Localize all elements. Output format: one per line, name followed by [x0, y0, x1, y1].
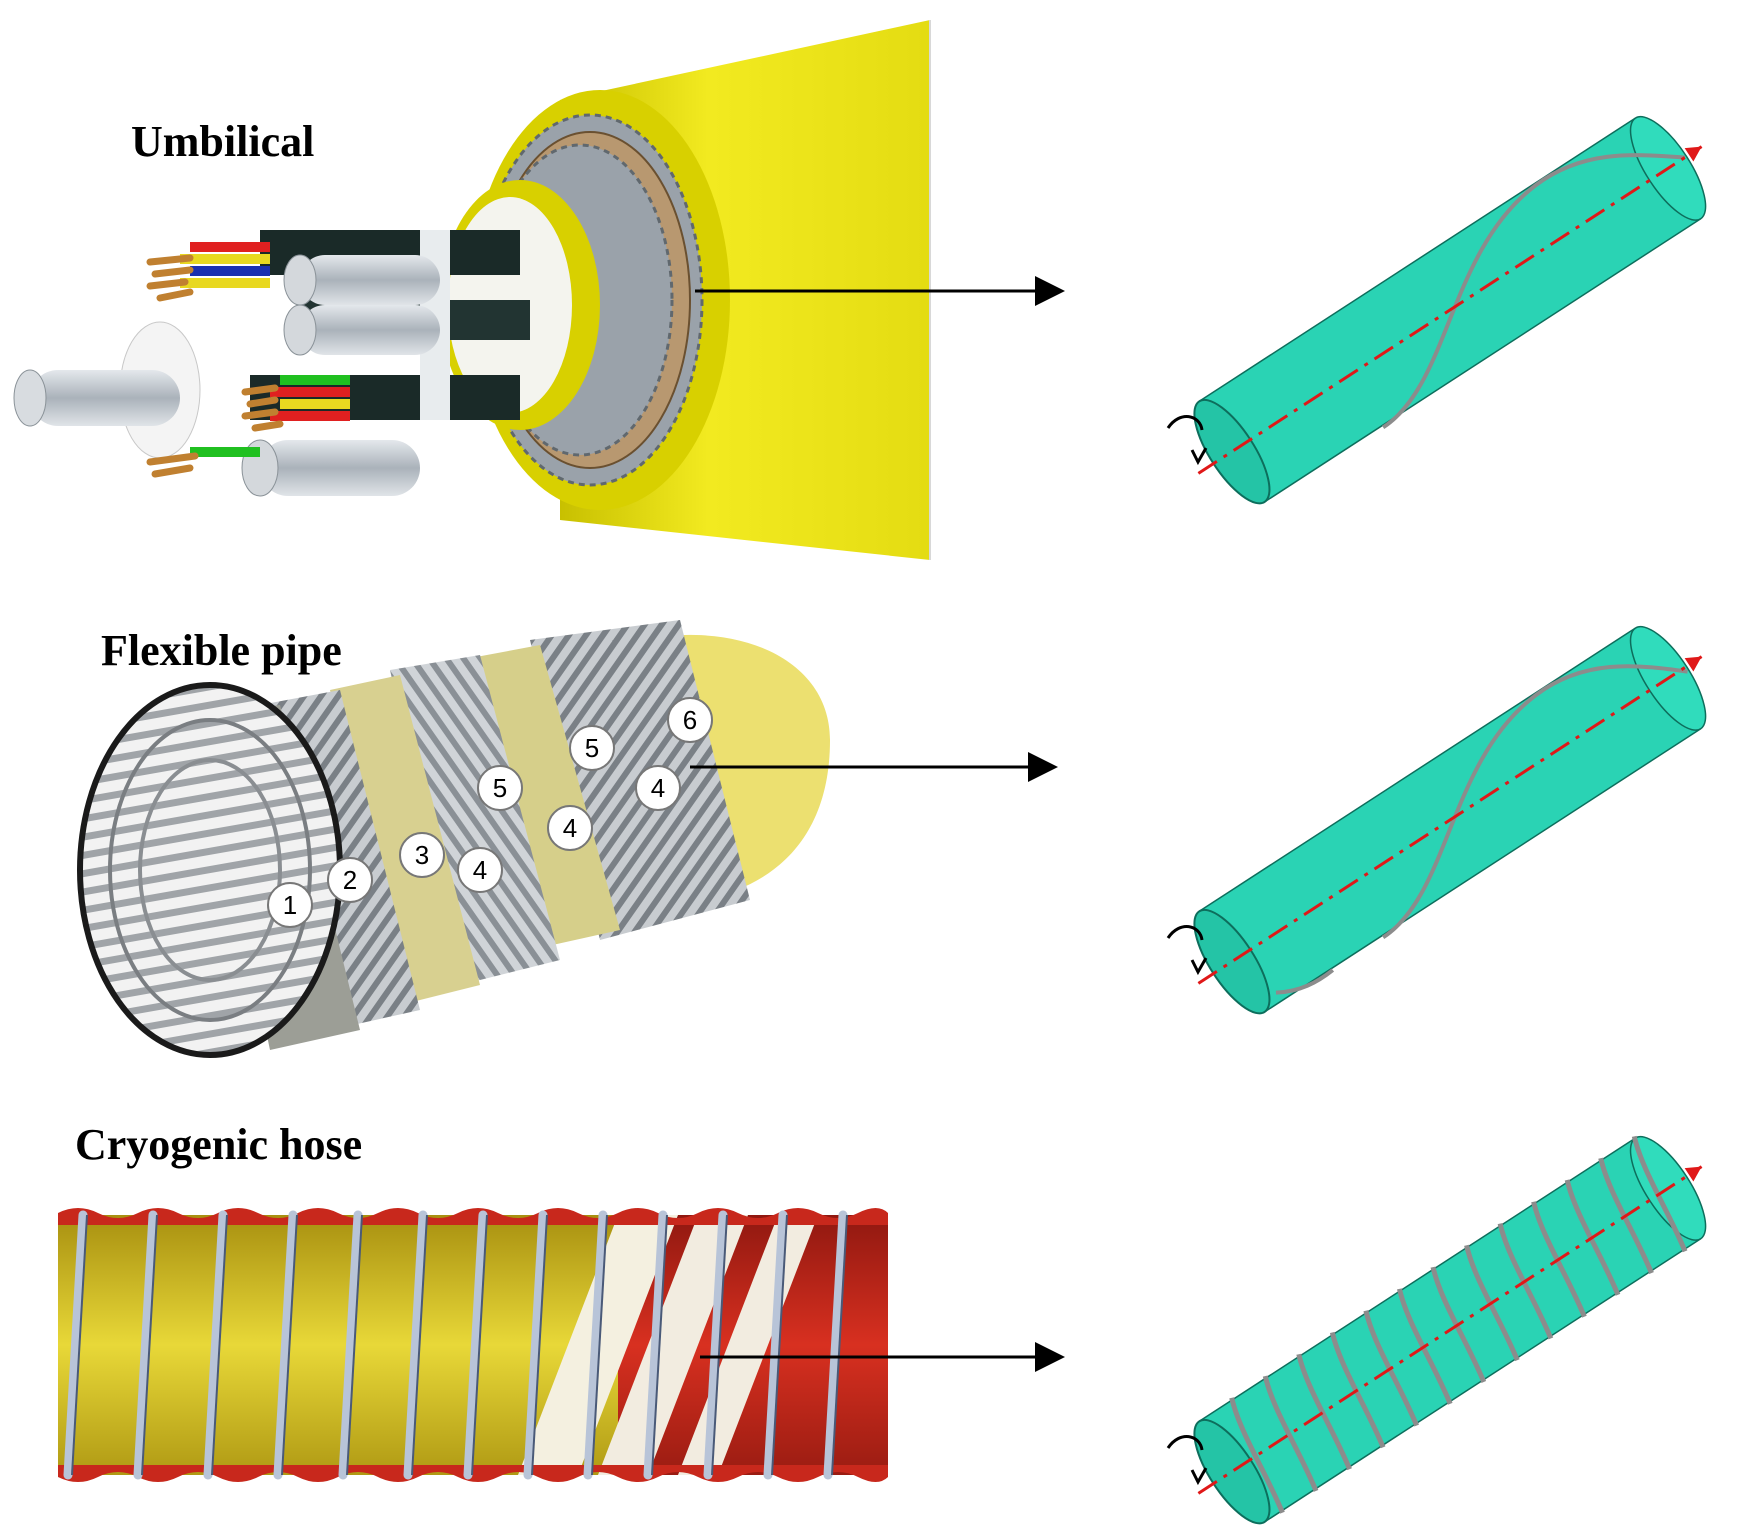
layer-label-4c: 4	[635, 765, 681, 811]
umbilical-caption: Umbilical	[131, 117, 315, 166]
layer-label-2-text: 2	[343, 865, 357, 895]
umbilical-cylinder-model	[1150, 110, 1750, 510]
flexible-pipe-caption: Flexible pipe	[101, 626, 342, 675]
layer-label-5b-text: 5	[585, 733, 599, 763]
layer-label-4a: 4	[457, 847, 503, 893]
layer-label-6: 6	[667, 697, 713, 743]
flexible-pipe-cylinder-model	[1150, 620, 1750, 1020]
flexible-pipe-illustration: 1 2 3 4 4 5 4 5	[60, 600, 860, 1080]
layer-label-5a: 5	[477, 765, 523, 811]
cryogenic-hose-illustration	[58, 1195, 888, 1495]
umbilical-illustration	[0, 0, 940, 570]
layer-label-4c-text: 4	[651, 773, 665, 803]
rotation-arrow-icon	[1166, 1435, 1204, 1451]
layer-label-4b-text: 4	[563, 813, 577, 843]
cryogenic-hose-cylinder-model	[1150, 1130, 1750, 1530]
layer-label-2: 2	[327, 857, 373, 903]
layer-label-5b: 5	[569, 725, 615, 771]
layer-label-3-text: 3	[415, 840, 429, 870]
cryogenic-hose-caption: Cryogenic hose	[75, 1120, 363, 1169]
layer-label-4a-text: 4	[473, 855, 487, 885]
rotation-arrow-icon	[1166, 925, 1204, 941]
layer-label-5a-text: 5	[493, 773, 507, 803]
layer-label-4b: 4	[547, 805, 593, 851]
layer-label-3: 3	[399, 832, 445, 878]
layer-label-1-text: 1	[283, 890, 297, 920]
rotation-arrow-icon	[1166, 415, 1204, 431]
layer-label-6-text: 6	[683, 705, 697, 735]
layer-label-1: 1	[267, 882, 313, 928]
